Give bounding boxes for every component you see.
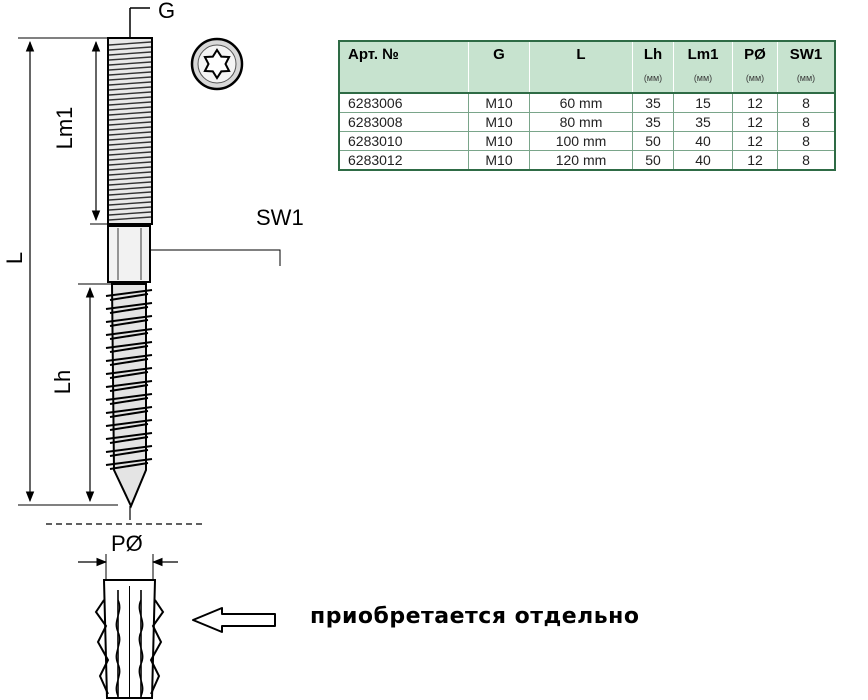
cell-lm1: 35 xyxy=(673,112,733,132)
cell-art: 6283006 xyxy=(338,93,469,113)
spec-table: Арт. № G L Lh(мм) Lm1(мм) PØ(мм) SW1(мм)… xyxy=(338,40,836,171)
cell-sw1: 8 xyxy=(777,112,836,132)
torx-drive-icon xyxy=(190,37,244,91)
cell-lm1: 40 xyxy=(673,131,733,151)
sold-separately-note: приобретается отдельно xyxy=(310,604,640,629)
wall-plug xyxy=(94,579,165,699)
cell-art: 6283012 xyxy=(338,150,469,171)
metric-thread xyxy=(107,37,153,225)
cell-l: 100 mm xyxy=(529,131,633,151)
column-header-lm1: Lm1(мм) xyxy=(673,41,733,94)
column-header-sw1: SW1(мм) xyxy=(777,41,836,94)
table-row: 6283010 M10 100 mm 50 40 12 8 xyxy=(338,131,836,151)
column-header-g: G xyxy=(468,41,530,94)
cell-l: 60 mm xyxy=(529,93,633,113)
left-arrow-icon xyxy=(192,607,276,633)
table-row: 6283012 M10 120 mm 50 40 12 8 xyxy=(338,150,836,171)
column-header-po: PØ(мм) xyxy=(732,41,778,94)
column-header-art: Арт. № xyxy=(338,41,469,94)
wood-thread xyxy=(105,283,153,509)
label-PO: PØ xyxy=(111,531,143,556)
dimension-Lh xyxy=(78,283,112,503)
cell-g: M10 xyxy=(468,112,530,132)
cell-po: 12 xyxy=(732,131,778,151)
table-row: 6283006 M10 60 mm 35 15 12 8 xyxy=(338,93,836,113)
cell-po: 12 xyxy=(732,112,778,132)
cell-l: 80 mm xyxy=(529,112,633,132)
cell-sw1: 8 xyxy=(777,131,836,151)
label-SW1: SW1 xyxy=(256,205,304,230)
label-L: L xyxy=(2,252,27,264)
cell-lh: 35 xyxy=(632,93,674,113)
column-header-l: L xyxy=(529,41,633,94)
label-Lm1: Lm1 xyxy=(52,107,77,150)
table-header-row: Арт. № G L Lh(мм) Lm1(мм) PØ(мм) SW1(мм) xyxy=(338,41,836,94)
label-G: G xyxy=(158,0,175,23)
label-Lh: Lh xyxy=(50,370,75,394)
cell-g: M10 xyxy=(468,93,530,113)
cell-lm1: 40 xyxy=(673,150,733,171)
dimension-Lm1 xyxy=(90,40,108,225)
cell-lh: 50 xyxy=(632,150,674,171)
dimension-PO xyxy=(78,554,178,580)
cell-lm1: 15 xyxy=(673,93,733,113)
cell-art: 6283008 xyxy=(338,112,469,132)
cell-lh: 50 xyxy=(632,131,674,151)
cell-g: M10 xyxy=(468,131,530,151)
cell-g: M10 xyxy=(468,150,530,171)
cell-sw1: 8 xyxy=(777,150,836,171)
column-header-lh: Lh(мм) xyxy=(632,41,674,94)
smooth-shank xyxy=(107,225,151,283)
cell-l: 120 mm xyxy=(529,150,633,171)
cell-lh: 35 xyxy=(632,112,674,132)
sw1-leader xyxy=(150,249,281,266)
cell-art: 6283010 xyxy=(338,131,469,151)
cell-po: 12 xyxy=(732,150,778,171)
dimension-L xyxy=(18,37,118,506)
cell-sw1: 8 xyxy=(777,93,836,113)
table-row: 6283008 M10 80 mm 35 35 12 8 xyxy=(338,112,836,132)
cell-po: 12 xyxy=(732,93,778,113)
